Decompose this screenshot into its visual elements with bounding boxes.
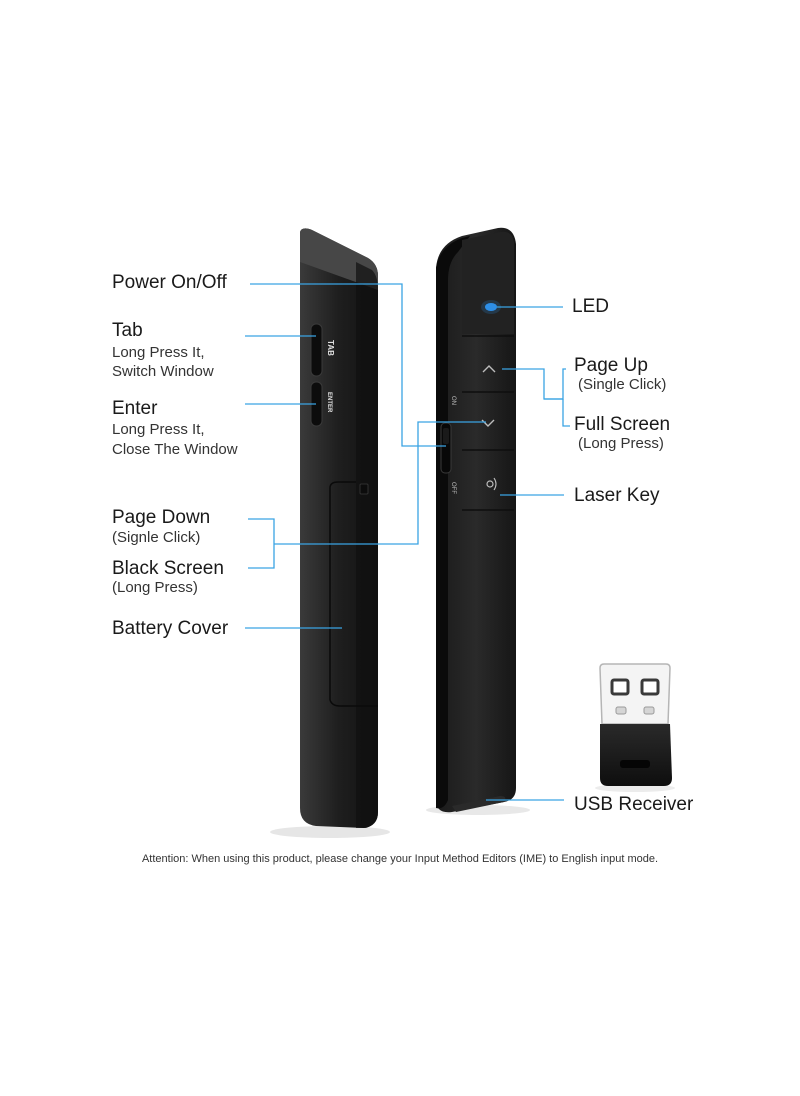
on-print: ON <box>450 396 456 405</box>
black-screen-label: Black Screen <box>112 558 224 579</box>
attention-note: Attention: When using this product, plea… <box>141 853 659 865</box>
enter-label: Enter <box>112 398 158 419</box>
presenter-front-view: ON OFF <box>426 227 530 815</box>
tab-desc-2: Switch Window <box>112 363 214 380</box>
enter-desc-1: Long Press It, <box>112 421 205 438</box>
usb-receiver-illustration <box>595 663 675 792</box>
led-indicator <box>485 303 497 311</box>
page-down-label: Page Down <box>112 507 211 528</box>
full-screen-desc: (Long Press) <box>578 435 664 452</box>
page-down-desc: (Signle Click) <box>112 529 201 546</box>
chevron-up-icon <box>482 365 496 373</box>
black-screen-desc: (Long Press) <box>112 579 198 596</box>
tab-desc-1: Long Press It, <box>112 344 205 361</box>
laser-icon <box>486 477 497 491</box>
presenter-side-view: TAB ENTER <box>270 228 390 838</box>
laser-key-label: Laser Key <box>574 485 660 506</box>
tab-label: Tab <box>112 320 143 341</box>
enter-print: ENTER <box>326 392 332 413</box>
callout-lines <box>245 283 570 801</box>
full-screen-label: Full Screen <box>574 414 671 435</box>
page-up-desc: (Single Click) <box>578 376 667 393</box>
led-label: LED <box>572 296 609 317</box>
battery-cover-label: Battery Cover <box>112 618 229 639</box>
enter-desc-2: Close The Window <box>112 441 238 458</box>
tab-print: TAB <box>326 340 335 356</box>
page-up-label: Page Up <box>574 355 648 376</box>
off-print: OFF <box>450 482 456 494</box>
usb-receiver-label: USB Receiver <box>574 794 694 815</box>
power-label: Power On/Off <box>112 272 227 293</box>
